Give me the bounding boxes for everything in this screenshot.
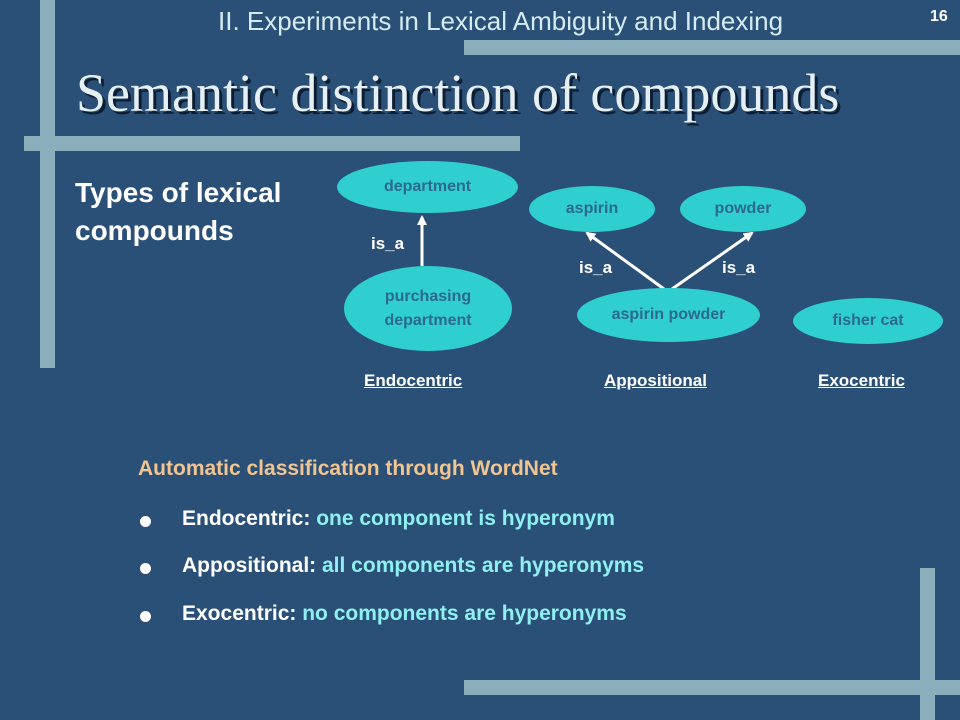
decor-bar-bottom-horizontal xyxy=(464,680,960,695)
arrow-appositional-is-a-right xyxy=(671,231,754,291)
node-fisher-cat-label: fisher cat xyxy=(832,312,904,329)
node-department-label: department xyxy=(383,178,472,195)
bullet-exocentric-description: no components are hyperonyms xyxy=(302,602,627,625)
node-powder: powder xyxy=(680,186,806,232)
node-fisher-cat: fisher cat xyxy=(793,298,943,344)
bullet-dot xyxy=(140,516,151,527)
node-aspirin: aspirin xyxy=(529,186,655,232)
bullet-appositional-description: all components are hyperonyms xyxy=(322,554,645,577)
arrow-appositional-is-a-left xyxy=(585,231,665,291)
bullet-dot xyxy=(140,611,151,622)
bullet-appositional-term: Appositional: xyxy=(182,554,317,577)
bullet-dot xyxy=(140,563,151,574)
slide-title: Semantic distinction of compounds xyxy=(76,63,840,123)
node-aspirin-label: aspirin xyxy=(565,200,619,217)
bullet-endocentric-term: Endocentric: xyxy=(182,507,311,530)
node-purchasing-department: purchasing department xyxy=(344,266,512,351)
edge-label-appositional-is-a-right: is_a xyxy=(722,258,756,277)
section-title: II. Experiments in Lexical Ambiguity and… xyxy=(218,6,784,36)
node-aspirin-powder: aspirin powder xyxy=(577,288,760,342)
bullet-endocentric-description: one component is hyperonym xyxy=(316,507,615,530)
decor-bar-left-vertical xyxy=(40,0,55,368)
types-heading: Types of lexical compounds xyxy=(75,177,282,246)
edge-label-endocentric-is-a: is_a xyxy=(371,234,405,253)
node-department: department xyxy=(337,161,518,213)
decor-bar-under-title xyxy=(24,136,520,151)
decor-bar-top-horizontal xyxy=(464,40,960,55)
category-appositional: Appositional xyxy=(604,371,707,390)
node-powder-label: powder xyxy=(714,200,772,217)
node-purchasing-department-label: purchasing department xyxy=(384,287,472,329)
node-aspirin-powder-label: aspirin powder xyxy=(611,306,726,323)
classification-heading: Automatic classification through WordNet xyxy=(138,457,558,480)
bullet-exocentric-term: Exocentric: xyxy=(182,602,297,625)
category-endocentric: Endocentric xyxy=(364,371,463,390)
edge-label-appositional-is-a-left: is_a xyxy=(579,258,613,277)
slide-number: 16 xyxy=(930,8,948,25)
category-exocentric: Exocentric xyxy=(818,371,905,390)
